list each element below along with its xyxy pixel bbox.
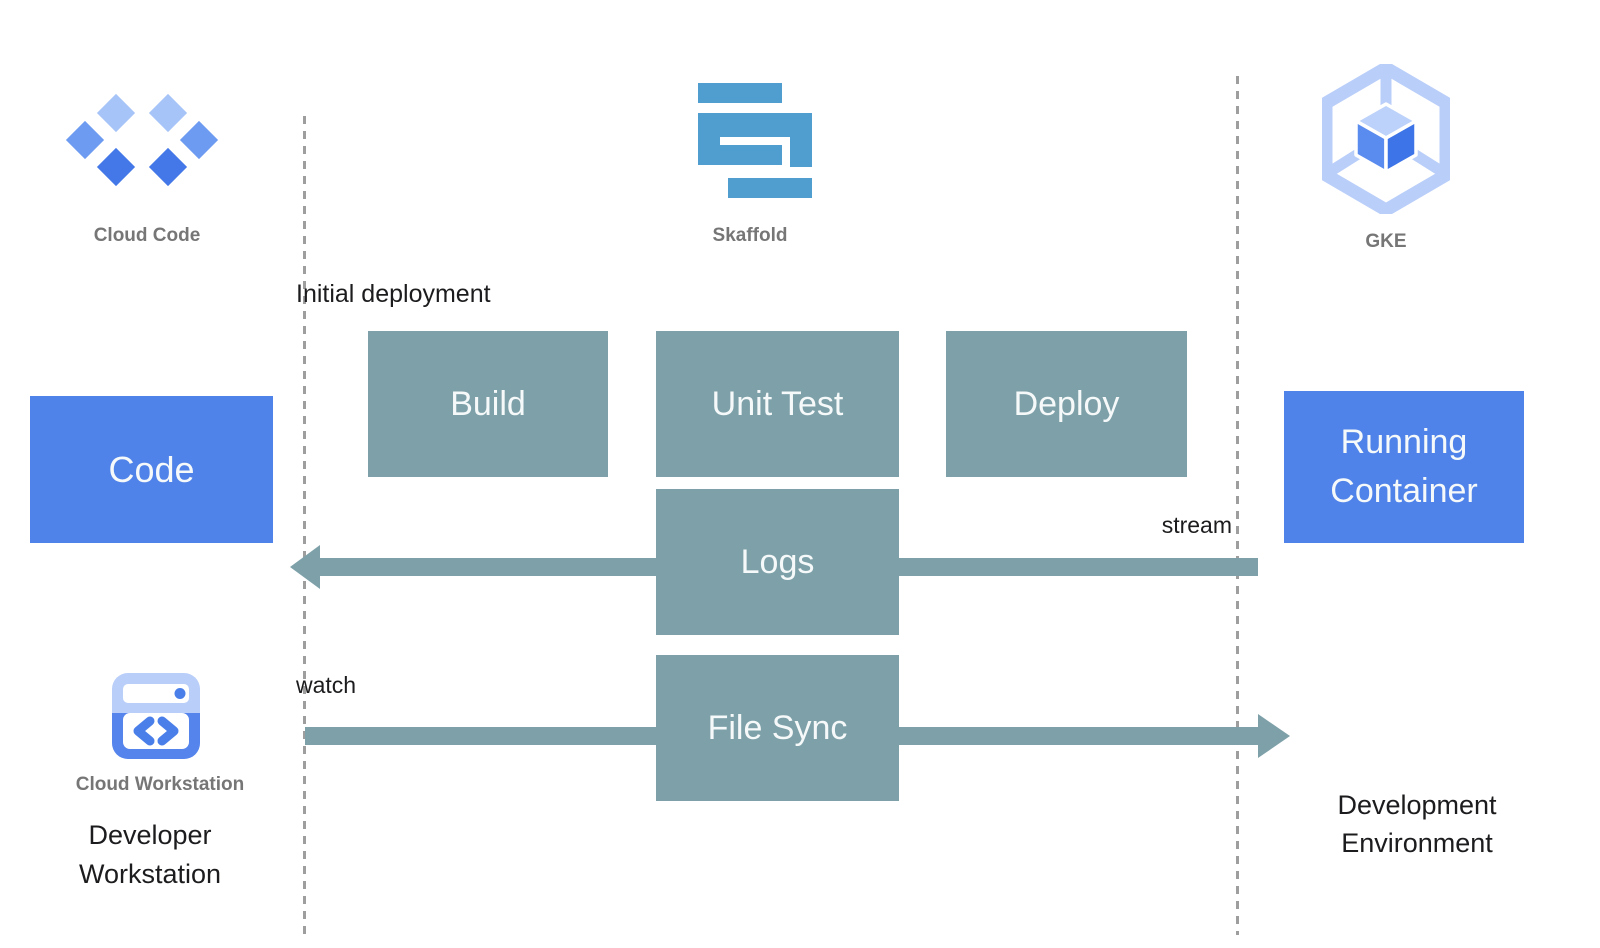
cloud-workstation-label: Cloud Workstation	[75, 774, 245, 795]
watch-label: watch	[296, 672, 357, 698]
running-container-box: Running Container	[1284, 391, 1524, 543]
code-box: Code	[30, 396, 273, 543]
file-sync-arrowhead-right-icon	[1258, 714, 1290, 758]
cloud-code-icon	[65, 93, 219, 187]
gke-label: GKE	[1365, 231, 1407, 252]
skaffold-label: Skaffold	[712, 225, 788, 246]
unit-test-box: Unit Test	[656, 331, 899, 477]
deploy-box: Deploy	[946, 331, 1187, 477]
right-lane-dashed-line	[1236, 76, 1239, 935]
left-lane-dashed-line	[303, 116, 306, 935]
logs-stream-arrowhead-left-icon	[290, 545, 320, 589]
logs-box: Logs	[656, 489, 899, 635]
cloud-code-label: Cloud Code	[93, 225, 201, 246]
development-environment-label: Development Environment	[1337, 790, 1497, 858]
stream-label: stream	[1161, 512, 1232, 538]
developer-workstation-label: Developer Workstation	[78, 820, 222, 889]
gke-icon	[1322, 64, 1450, 214]
initial-deployment-label: Initial deployment	[296, 280, 491, 308]
cloud-workstation-icon	[112, 673, 200, 759]
skaffold-icon	[698, 83, 812, 198]
file-sync-box: File Sync	[656, 655, 899, 801]
build-box: Build	[368, 331, 608, 477]
